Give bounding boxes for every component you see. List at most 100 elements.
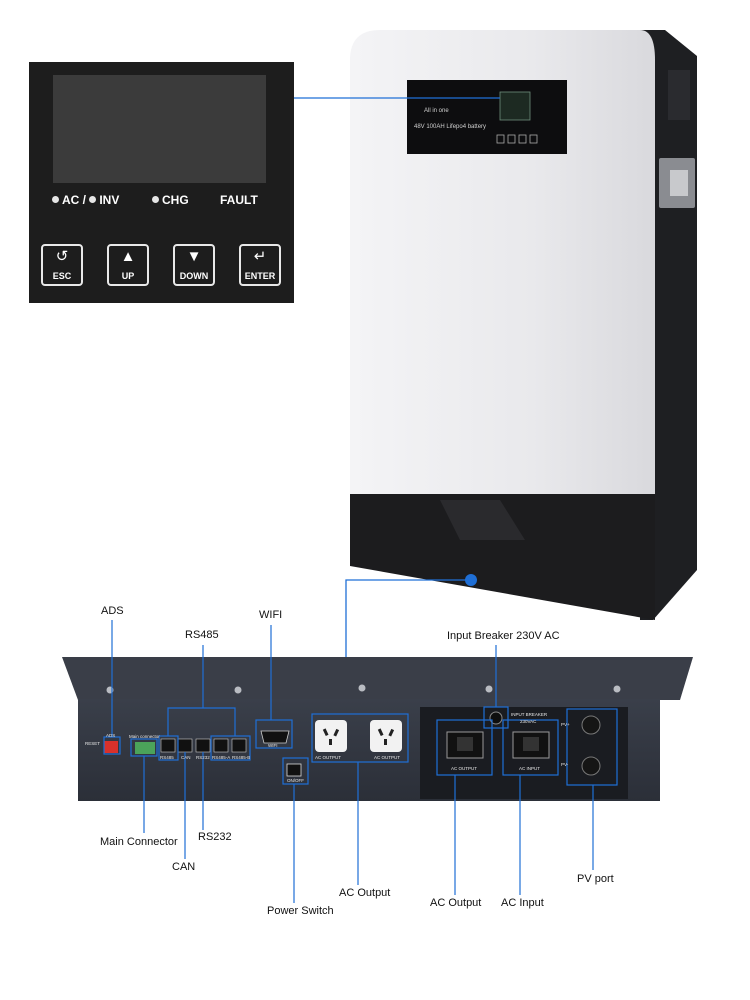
- enter-label: ENTER: [244, 271, 276, 281]
- wifi-port-label: WIFI: [268, 743, 278, 748]
- display-panel-inset: AC / INV CHG FAULT ↺ ESC ▲ UP ▼ DOWN ↵ E…: [29, 62, 294, 303]
- iec-insert: [523, 737, 539, 751]
- callout-main-connector: Main Connector: [100, 836, 178, 848]
- rs485a-port[interactable]: [213, 738, 229, 753]
- unit-button: [496, 134, 505, 144]
- wifi-port[interactable]: [260, 730, 290, 744]
- unit-front-line2: 48V 100AH Lifepo4 battery: [414, 124, 487, 130]
- unit-front-line1: All in one: [424, 108, 449, 114]
- led-ac-inv: AC / INV: [52, 193, 119, 207]
- callout-ac-output-2: AC Output: [430, 897, 482, 909]
- input-breaker-port-label: INPUT BREAKER: [511, 712, 548, 717]
- lcd-screen: [53, 75, 266, 183]
- led-chg: CHG: [152, 193, 189, 207]
- up-button[interactable]: ▲ UP: [107, 244, 149, 286]
- enter-return-icon: ↵: [253, 248, 267, 265]
- line-rs485-bracket: [167, 707, 236, 736]
- callout-ac-input: AC Input: [501, 897, 544, 909]
- box-power-switch: [282, 757, 309, 785]
- rs232-port[interactable]: [195, 738, 211, 753]
- unit-display-window: [407, 80, 567, 154]
- iec-sockets: [446, 731, 550, 759]
- reset-label: RESET: [85, 741, 101, 746]
- up-label: UP: [121, 271, 135, 281]
- led-dot: [89, 196, 97, 203]
- rs485a-port-label: RS485-A: [212, 755, 231, 760]
- ads-dip-switch[interactable]: [104, 741, 118, 753]
- iec-insert: [457, 737, 473, 751]
- unit-buttons: [496, 134, 538, 144]
- callout-can: CAN: [172, 861, 196, 873]
- callout-pv-port: PV port: [577, 873, 614, 885]
- callout-input-breaker: Input Breaker 230V AC: [447, 630, 560, 642]
- input-breaker[interactable]: [489, 711, 503, 725]
- led-inv-label: INV: [99, 193, 120, 207]
- led-fault: FAULT: [220, 193, 258, 207]
- power-switch[interactable]: [286, 763, 302, 777]
- enter-button[interactable]: ↵ ENTER: [239, 244, 281, 286]
- callout-dot: [465, 574, 477, 586]
- box-wifi: [255, 719, 293, 749]
- ac-input-iec-label: AC INPUT: [519, 766, 541, 771]
- esc-button[interactable]: ↺ ESC: [41, 244, 83, 286]
- callout-rs232: RS232: [198, 831, 232, 843]
- ac-input-iec[interactable]: [512, 731, 550, 759]
- ac-outlet-1[interactable]: [315, 720, 347, 752]
- callout-ac-output-1: AC Output: [339, 887, 391, 899]
- main-conn-port-label: Main connector: [129, 734, 160, 739]
- box-ac-output-iec: [436, 719, 493, 776]
- box-pv: [566, 708, 618, 786]
- callout-power-switch: Power Switch: [267, 905, 334, 917]
- pv-minus-label: PV-: [561, 762, 569, 767]
- ac-outlet-2[interactable]: [370, 720, 402, 752]
- box-rs485ab: [210, 735, 251, 761]
- ads-port-label: ADS: [106, 733, 116, 738]
- callout-bottom-view: [345, 574, 477, 657]
- ac-output-socket-label-1: AC OUTPUT: [315, 755, 342, 760]
- box-ac-output: [311, 713, 409, 763]
- can-port[interactable]: [177, 738, 193, 753]
- unit-lcd: [499, 91, 531, 121]
- ac-outlets: [315, 720, 402, 752]
- breaker-rating-label: 230VAC: [520, 719, 537, 724]
- rs485b-port-label: RS485-B: [232, 755, 251, 760]
- led-dot: [52, 196, 59, 203]
- callout-wifi: WIFI: [259, 609, 283, 621]
- bottom-panel: [62, 657, 693, 801]
- unit-button: [529, 134, 538, 144]
- can-port-label: CAN: [181, 755, 191, 760]
- unit-button: [518, 134, 527, 144]
- down-label: DOWN: [179, 271, 209, 281]
- inverter-unit: [350, 30, 697, 620]
- triangle-up-icon: ▲: [120, 248, 136, 265]
- callout-ads: ADS: [101, 605, 124, 617]
- ac-output-iec-label: AC OUTPUT: [451, 766, 478, 771]
- on-off-label: ON/OFF: [287, 778, 304, 783]
- panel-lip: [62, 657, 693, 700]
- led-chg-label: CHG: [162, 193, 189, 207]
- screw: [358, 684, 366, 692]
- pv-plus-connector[interactable]: [581, 715, 601, 735]
- led-dot: [152, 196, 159, 203]
- box-ac-input-iec: [502, 719, 559, 776]
- unit-button: [507, 134, 516, 144]
- unit-bottom-band: [350, 494, 655, 620]
- screw: [485, 685, 493, 693]
- rs485b-port[interactable]: [231, 738, 247, 753]
- main-connector-terminal[interactable]: [135, 742, 155, 754]
- rs485-port-label: RS485: [160, 755, 174, 760]
- esc-label: ESC: [52, 271, 72, 281]
- undo-arrow-icon: ↺: [55, 248, 69, 265]
- callout-boxes: [103, 620, 618, 903]
- callout-rs485: RS485: [185, 629, 219, 641]
- ac-output-socket-label-2: AC OUTPUT: [374, 755, 401, 760]
- rs485-port[interactable]: [160, 738, 176, 753]
- led-ac-label: AC /: [62, 193, 90, 207]
- unit-bottom-notch: [440, 500, 525, 540]
- rs232-port-label: RS232: [196, 755, 210, 760]
- pv-minus-connector[interactable]: [581, 756, 601, 776]
- down-button[interactable]: ▼ DOWN: [173, 244, 215, 286]
- triangle-down-icon: ▼: [186, 248, 202, 265]
- screw: [234, 686, 242, 694]
